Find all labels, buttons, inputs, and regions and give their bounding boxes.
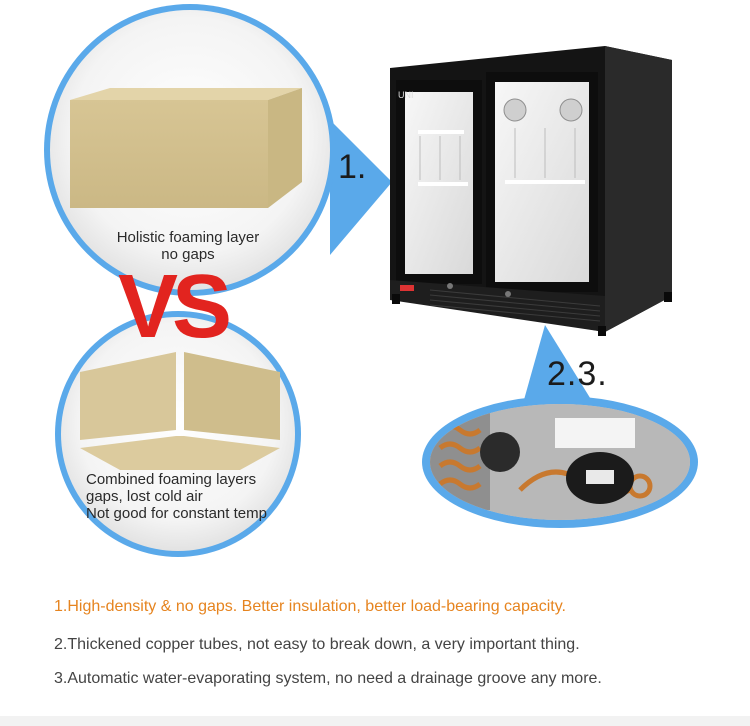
foam-panel-left	[80, 352, 176, 440]
brand-logo: UNI	[398, 90, 414, 100]
callout-pointer-top	[330, 120, 392, 255]
feature-line-1: 1.High-density & no gaps. Better insulat…	[54, 598, 566, 615]
control-panel-indicator	[400, 285, 414, 291]
evaporation-tray	[555, 418, 635, 448]
caption-line: no gaps	[161, 246, 215, 263]
caption-line: Not good for constant temp	[86, 505, 267, 522]
vs-label: VS	[118, 257, 232, 357]
foam-panel-right	[184, 352, 280, 440]
caption-line: gaps, lost cold air	[86, 488, 203, 505]
foam-block-top	[70, 88, 302, 100]
callout-label-1: 1.	[338, 148, 367, 186]
caption-line: Holistic foaming layer	[116, 229, 260, 246]
holistic-foam-caption: Holistic foaming layer no gaps	[98, 229, 278, 263]
back-bar-fridge	[390, 46, 672, 336]
combined-foam-circle	[55, 311, 301, 557]
compressor-detail-ellipse	[422, 396, 698, 528]
foam-panel-floor	[80, 436, 280, 470]
feature-line-3: 3.Automatic water-evaporating system, no…	[54, 670, 602, 687]
caption-line: Combined foaming layers	[86, 471, 257, 488]
callout-label-23: 2.3.	[547, 355, 608, 393]
holistic-foam-circle	[44, 4, 336, 296]
combined-foam-caption: Combined foaming layers gaps, lost cold …	[86, 471, 306, 522]
footer-bar	[0, 716, 750, 726]
feature-line-2: 2.Thickened copper tubes, not easy to br…	[54, 636, 580, 653]
callout-pointer-bottom	[520, 325, 600, 414]
